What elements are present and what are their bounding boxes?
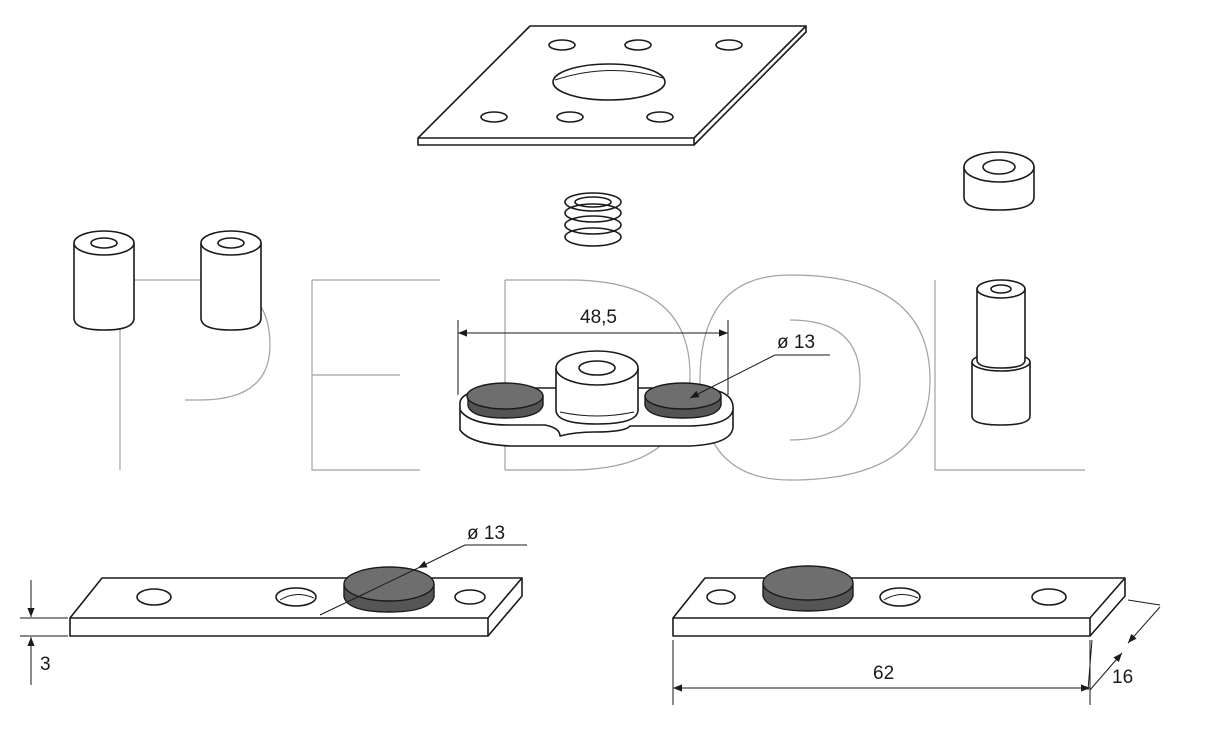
bottom-right-plate — [672, 565, 1126, 637]
ring-washer — [963, 151, 1035, 211]
dimension-label-thickness: 3 — [40, 654, 51, 675]
dimension-label-length: 62 — [873, 663, 894, 684]
dimension-width: 16 — [1087, 599, 1161, 691]
dimension-label-pad-diameter: ø 13 — [777, 332, 815, 353]
dimension-label-width: 16 — [1112, 667, 1133, 688]
dimension-thickness: 3 — [20, 580, 68, 685]
dimension-left-plate-pad: ø 13 — [319, 523, 527, 616]
top-mounting-plate — [417, 25, 807, 146]
standoff-left-2 — [200, 230, 262, 331]
spring — [564, 192, 622, 247]
magnet-right-plate — [762, 565, 854, 612]
magnet-right — [644, 382, 722, 419]
base-assembly — [459, 350, 734, 447]
dimension-assembly-width: 48,5 — [457, 307, 729, 395]
dimension-label-left-pad-diameter: ø 13 — [467, 523, 505, 544]
bottom-left-plate — [69, 566, 523, 637]
dimension-length: 62 — [672, 640, 1091, 705]
magnet-left — [466, 382, 544, 419]
stepped-pin — [971, 279, 1031, 426]
dimension-assembly-pad: ø 13 — [689, 332, 830, 399]
dimension-label-48-5: 48,5 — [580, 307, 617, 328]
standoff-left-1 — [73, 230, 135, 331]
magnet-left-plate — [343, 566, 435, 613]
